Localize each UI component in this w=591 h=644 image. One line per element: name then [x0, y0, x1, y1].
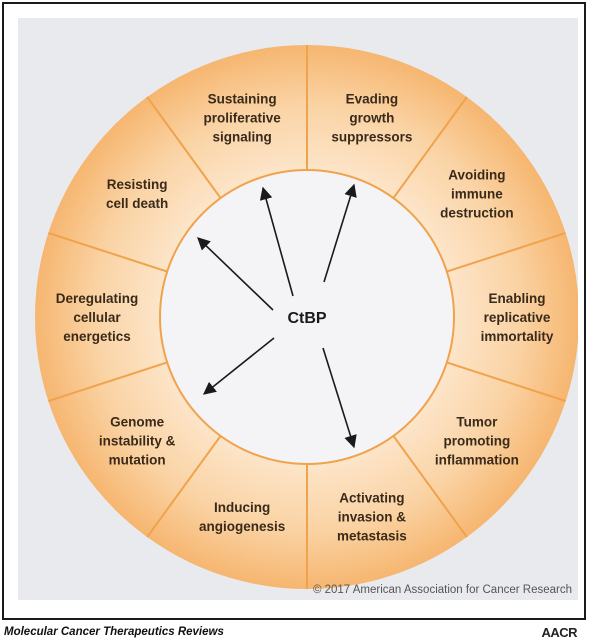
segment-divider [392, 435, 468, 538]
hallmark-label-line: energetics [63, 329, 131, 344]
segment-divider [446, 361, 566, 403]
hallmark-label-line: proliferative [203, 110, 281, 125]
hallmark-label: Genome instability & mutation [99, 414, 176, 467]
hallmark-label-line: instability & [99, 433, 176, 448]
figure-frame: Sustaining proliferative signaling Evading g… [2, 2, 586, 620]
arrow [203, 337, 275, 395]
hallmark-label-line: Enabling [489, 291, 546, 306]
hallmark-label-line: Genome [110, 414, 165, 429]
hallmark-label-line: Deregulating [56, 291, 139, 306]
hallmark-label: Activating invasion & metastasis [337, 491, 407, 544]
segment-divider [48, 361, 168, 403]
copyright-text: © 2017 American Association for Cancer R… [312, 584, 572, 596]
center-label: CtBP [287, 310, 326, 327]
hallmark-label-line: Sustaining [208, 91, 277, 106]
hallmark-label: Inducing angiogenesis [199, 500, 285, 534]
hallmark-label-line: promoting [444, 433, 511, 448]
hallmark-label-line: Tumor [456, 414, 498, 429]
arrow [259, 186, 294, 297]
hallmark-label: Resisting cell death [106, 177, 168, 211]
segment-divider [146, 435, 222, 538]
segment-divider [392, 96, 468, 199]
hallmark-label-line: angiogenesis [199, 519, 285, 534]
arrow [323, 183, 357, 283]
hallmark-label-line: suppressors [331, 129, 412, 144]
hallmark-label-line: replicative [484, 310, 551, 325]
hallmark-label-line: Activating [339, 491, 404, 506]
hallmark-label: Sustaining proliferative signaling [203, 91, 281, 144]
segment-divider [48, 231, 168, 273]
hallmark-label-line: invasion & [338, 510, 407, 525]
hallmark-label-line: immortality [481, 329, 554, 344]
segment-divider [446, 231, 566, 273]
hallmark-label-line: cellular [73, 310, 121, 325]
hallmark-label: Evading growth suppressors [331, 91, 412, 144]
arrows-group [197, 183, 357, 449]
inner-circle [159, 169, 455, 465]
segment-divider [146, 96, 222, 199]
hallmarks-wheel-diagram: Sustaining proliferative signaling Evading g… [35, 45, 578, 589]
hallmark-label-line: growth [349, 110, 394, 125]
hallmark-label-line: immune [451, 187, 503, 202]
arrow [197, 237, 274, 311]
hallmark-label: Deregulating cellular energetics [56, 291, 139, 344]
hallmark-label: Enabling replicative immortality [481, 291, 554, 344]
journal-name: Molecular Cancer Therapeutics Reviews [4, 626, 224, 638]
hallmark-label-line: inflammation [435, 452, 519, 467]
segment-labels: Sustaining proliferative signaling Evading g… [56, 91, 554, 543]
hallmark-label-line: signaling [212, 129, 271, 144]
hallmark-label-line: Inducing [214, 500, 270, 515]
hallmark-label-line: Resisting [107, 177, 168, 192]
hallmark-label-line: cell death [106, 196, 168, 211]
arrow [322, 347, 357, 449]
aacr-logo: AACR [541, 625, 577, 640]
hallmark-label-line: Evading [346, 91, 399, 106]
segment-dividers [48, 45, 566, 589]
diagram-panel: Sustaining proliferative signaling Evading g… [18, 18, 578, 600]
hallmark-label-line: mutation [109, 452, 166, 467]
hallmark-label-line: metastasis [337, 529, 407, 544]
hallmark-label: Avoiding immune destruction [440, 168, 514, 221]
hallmark-label-line: Avoiding [448, 168, 505, 183]
hallmark-label: Tumor promoting inflammation [435, 414, 519, 467]
hallmark-label-line: destruction [440, 206, 514, 221]
